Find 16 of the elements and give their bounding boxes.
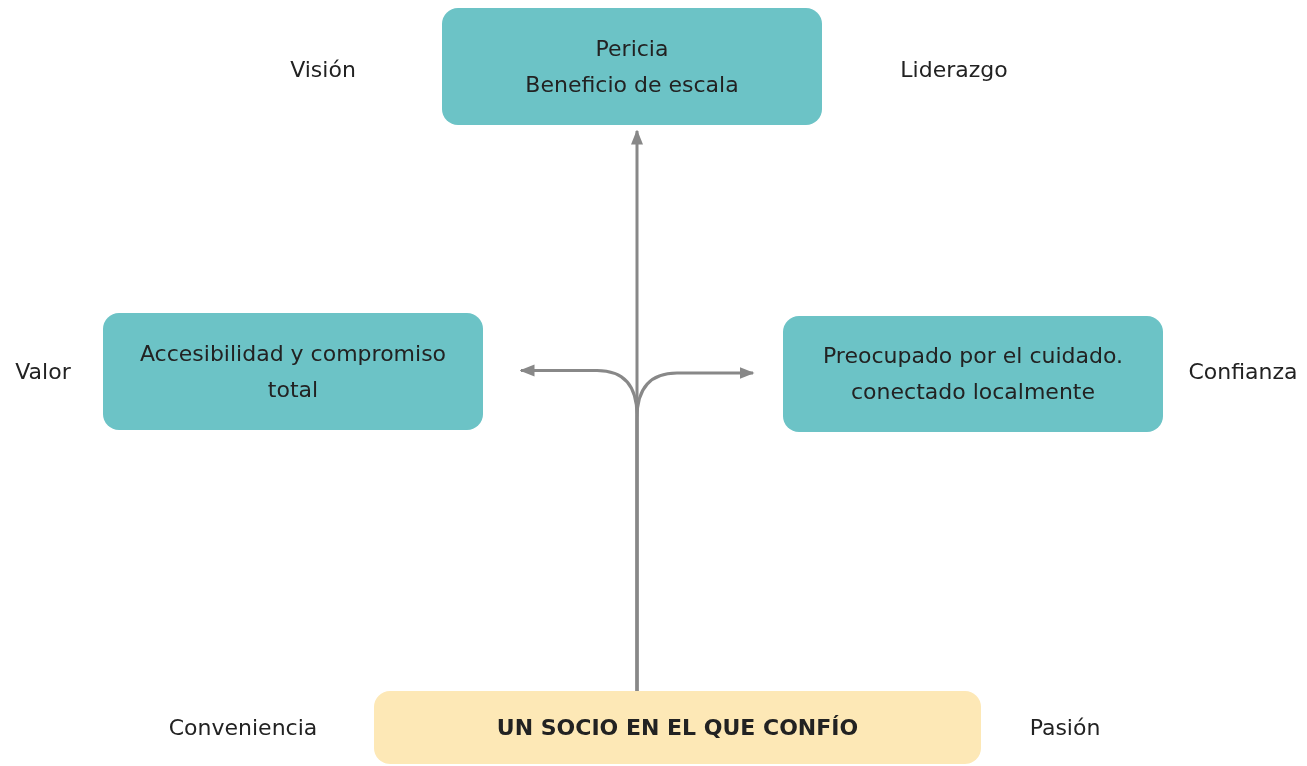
side-label: Confianza (1188, 358, 1298, 384)
side-label: Visión (290, 56, 356, 82)
rounded-box (442, 8, 822, 125)
highlight-box (374, 691, 981, 764)
side-label: Valor (15, 358, 71, 384)
side-label: Conveniencia (168, 714, 318, 740)
rounded-box (103, 313, 483, 430)
node-text: Accesibilidad y compromiso total (138, 339, 448, 404)
rounded-box (783, 316, 1163, 432)
arrow (635, 367, 755, 691)
node-text: Beneficio de escala (525, 70, 739, 99)
side-label: Pasión (1029, 714, 1101, 740)
node-text: UN SOCIO EN EL QUE CONFÍO (496, 713, 859, 742)
node-text: Pericia (595, 34, 669, 63)
side-label: Liderazgo (900, 56, 1008, 82)
node-text: Preocupado por el cuidado. conectado localmente (821, 342, 1125, 406)
